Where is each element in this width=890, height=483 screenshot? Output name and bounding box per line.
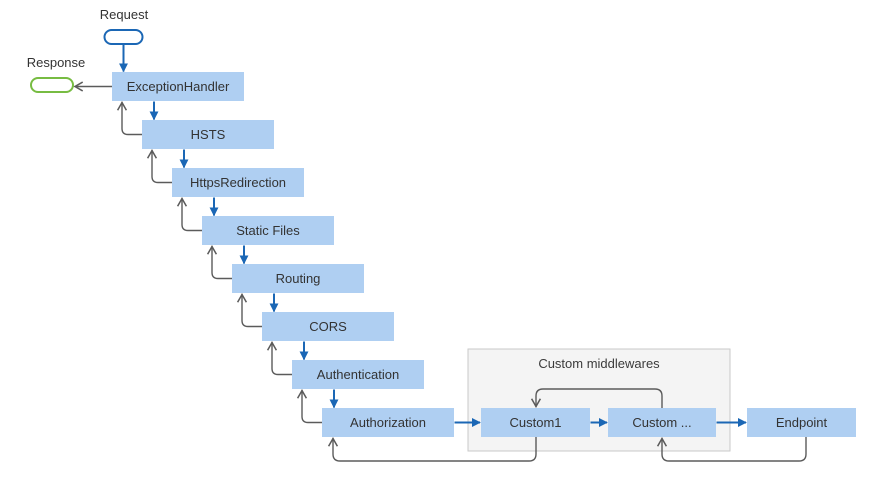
return-endpoint-to-custom2 xyxy=(656,436,807,462)
node-cors: CORS xyxy=(262,312,394,341)
node-custom1: Custom1 xyxy=(481,408,590,437)
return-httpsredirection-to-hsts xyxy=(146,148,173,184)
return-custom1-to-authorization xyxy=(327,436,537,462)
request-flow-arrows xyxy=(119,44,747,427)
return-staticfiles-to-httpsredirection xyxy=(176,196,203,232)
node-authentication: Authentication xyxy=(292,360,424,389)
custom-middlewares-group-title: Custom middlewares xyxy=(538,356,660,371)
node-exception-handler: ExceptionHandler xyxy=(112,72,244,101)
return-custom2-to-custom1 xyxy=(530,388,663,409)
response-pill xyxy=(30,77,74,93)
request-label: Request xyxy=(99,7,149,22)
request-pill xyxy=(103,29,144,45)
node-endpoint: Endpoint xyxy=(747,408,856,437)
node-custom2: Custom ... xyxy=(608,408,716,437)
return-hsts-to-exceptionhandler xyxy=(116,100,143,136)
node-https-redirection: HttpsRedirection xyxy=(172,168,304,197)
return-authorization-to-authentication xyxy=(296,388,323,424)
node-authorization: Authorization xyxy=(322,408,454,437)
node-hsts: HSTS xyxy=(142,120,274,149)
node-static-files: Static Files xyxy=(202,216,334,245)
return-cors-to-routing xyxy=(236,292,263,328)
return-authentication-to-cors xyxy=(266,340,293,376)
node-routing: Routing xyxy=(232,264,364,293)
response-label: Response xyxy=(26,55,86,70)
return-routing-to-staticfiles xyxy=(206,244,233,280)
response-flow-arrows xyxy=(73,81,807,462)
